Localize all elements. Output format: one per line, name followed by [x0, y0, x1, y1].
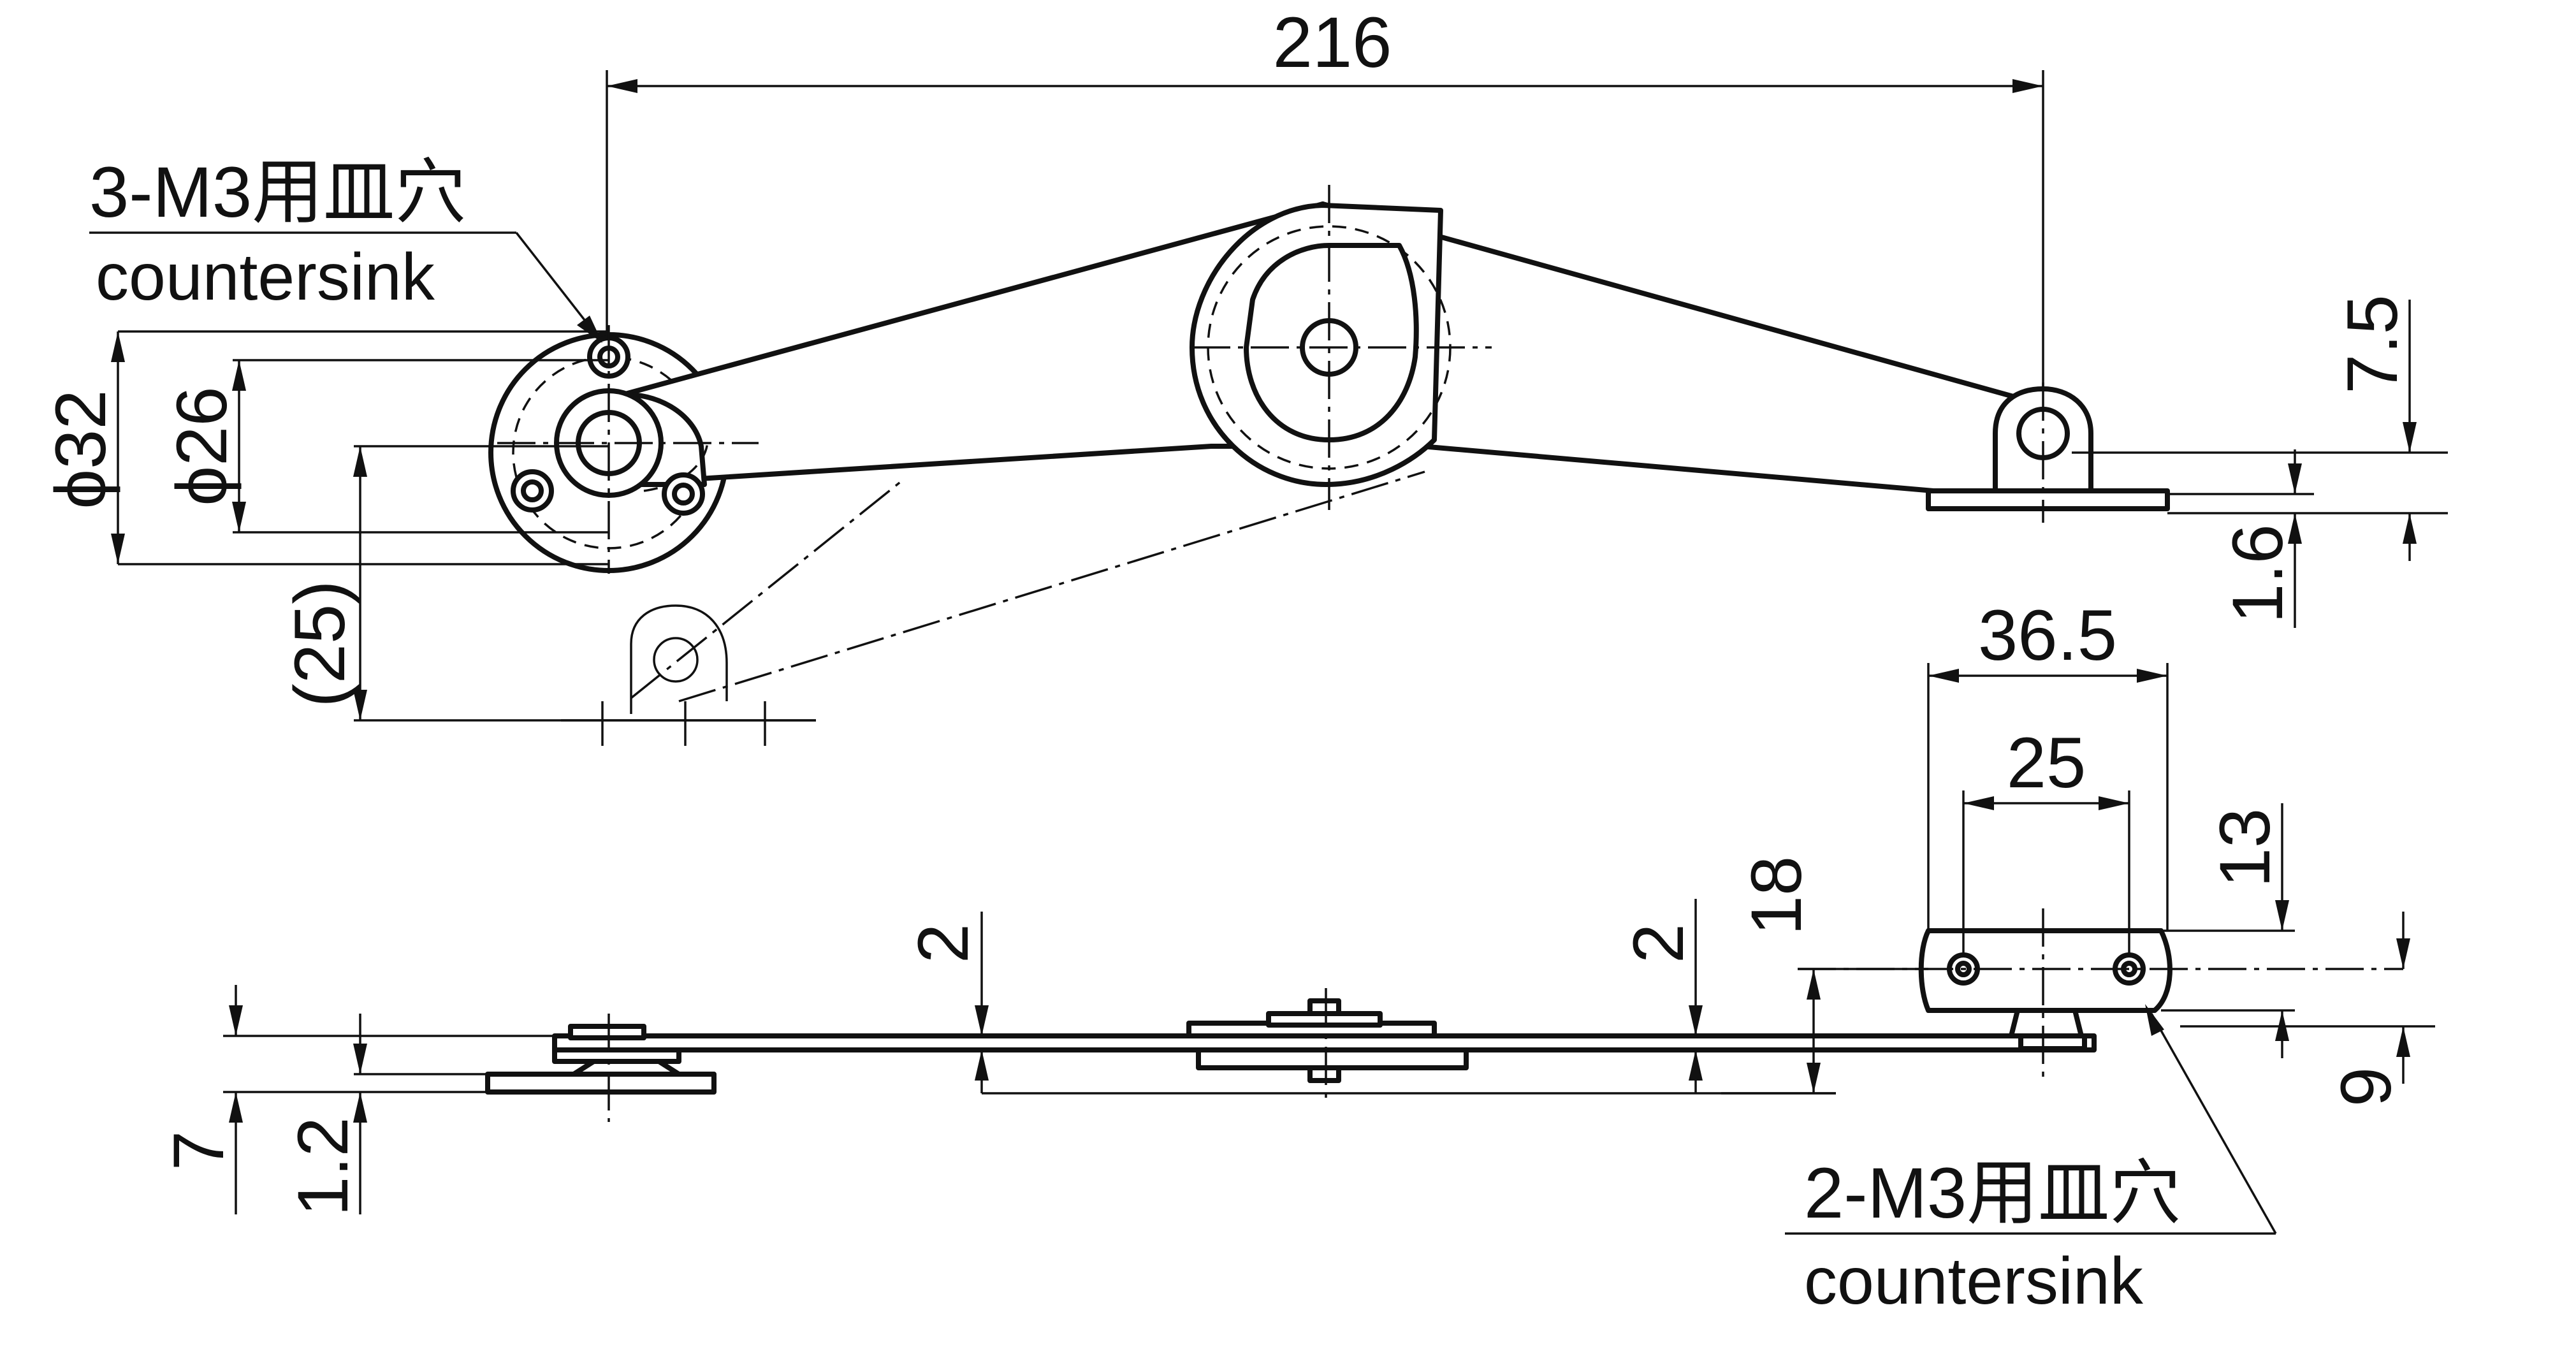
side-hub-plate-bottom — [1196, 1047, 1469, 1070]
dim-2-mid-label: 2 — [903, 924, 983, 963]
callout-right: 2-M3用皿穴 countersink — [1785, 1004, 2277, 1318]
dim-216-label: 216 — [1273, 3, 1392, 82]
side-left-base — [485, 1072, 717, 1095]
side-right-nut — [2018, 1033, 2087, 1051]
callout-right-line1: 2-M3用皿穴 — [1804, 1153, 2181, 1233]
dim-1-2-label: 1.2 — [283, 1117, 363, 1216]
arm-hidden-edge — [643, 439, 709, 492]
side-left-cap — [568, 1024, 646, 1040]
dim-13-label: 13 — [2205, 808, 2285, 888]
callout-left-line2: countersink — [96, 240, 435, 314]
folded-position-phantom — [561, 470, 1425, 746]
side-hub-pin-bottom — [1307, 1065, 1341, 1083]
right-base-plate — [1926, 488, 2170, 511]
dim-18-label: 18 — [1736, 856, 1816, 936]
dim-7-5-label: 7.5 — [2332, 295, 2412, 394]
dim-1-6-label: 1.6 — [2218, 524, 2297, 623]
dim-25-label: (25) — [280, 580, 360, 707]
dim-9-label: 9 — [2326, 1067, 2406, 1107]
dim-phi26-label: ϕ26 — [162, 386, 242, 506]
dim-2-right-label: 2 — [1619, 924, 1698, 963]
countersink-holes-left — [511, 335, 705, 516]
side-view: 36.5 25 13 9 18 2 — [159, 595, 2435, 1318]
dim-36-5-label: 36.5 — [1978, 595, 2117, 675]
side-left-washer — [552, 1047, 681, 1064]
dim-7-label: 7 — [159, 1131, 238, 1170]
dim-25-pitch-label: 25 — [2007, 723, 2086, 803]
callout-left: 3-M3用皿穴 countersink — [89, 152, 602, 343]
callout-right-line2: countersink — [1804, 1244, 2144, 1318]
side-hub-pin-top — [1307, 998, 1341, 1016]
side-right-post — [2009, 1008, 2084, 1038]
dim-phi32-label: ϕ32 — [41, 390, 120, 509]
side-right-bracket — [1918, 928, 2172, 1013]
callout-left-line1: 3-M3用皿穴 — [89, 152, 466, 232]
top-view: 216 — [41, 3, 2448, 746]
